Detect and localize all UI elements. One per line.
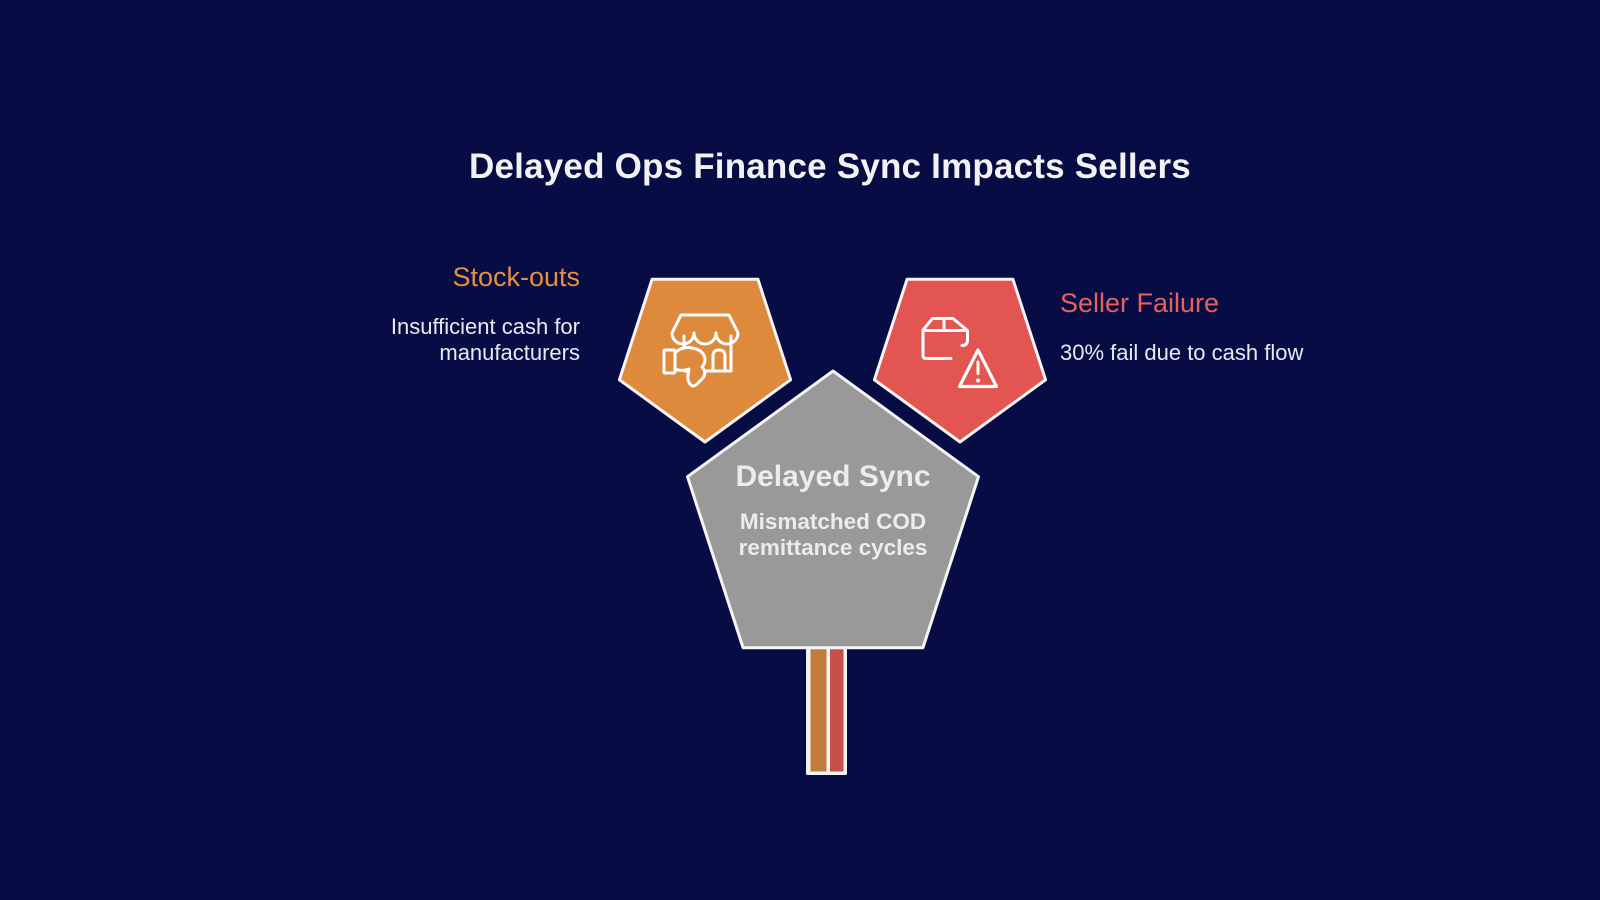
delayed-sync-text-block: Delayed Sync Mismatched COD remittance c… (733, 460, 933, 561)
seller-failure-label: Seller Failure (1060, 288, 1220, 318)
stockouts-label-block: Stock-outs Insufficient cash for manufac… (375, 261, 580, 366)
page-title: Delayed Ops Finance Sync Impacts Sellers (469, 147, 1191, 186)
seller-failure-label-block: Seller Failure 30% fail due to cash flow (1060, 287, 1303, 366)
delayed-sync-description: Mismatched COD remittance cycles (738, 509, 928, 560)
delayed-sync-label: Delayed Sync (735, 460, 931, 493)
package-warning-icon (921, 317, 999, 389)
pentagon-seller-failure (872, 277, 1048, 444)
store-door (711, 348, 727, 373)
thumb-down (673, 346, 707, 388)
stockouts-description: Insufficient cash for manufacturers (390, 314, 580, 365)
stockouts-label: Stock-outs (452, 262, 580, 292)
stem (806, 638, 847, 775)
seller-failure-description: 30% fail due to cash flow (1060, 340, 1304, 365)
pentagon-delayed-sync (686, 369, 980, 650)
warning-exclamation-dot (976, 378, 980, 383)
package-box (921, 317, 969, 360)
storefront-thumbs-down-icon (662, 313, 740, 388)
stem-left-stripe (810, 638, 827, 772)
stem-right-stripe (830, 638, 844, 772)
thumb-cuff (662, 348, 677, 375)
